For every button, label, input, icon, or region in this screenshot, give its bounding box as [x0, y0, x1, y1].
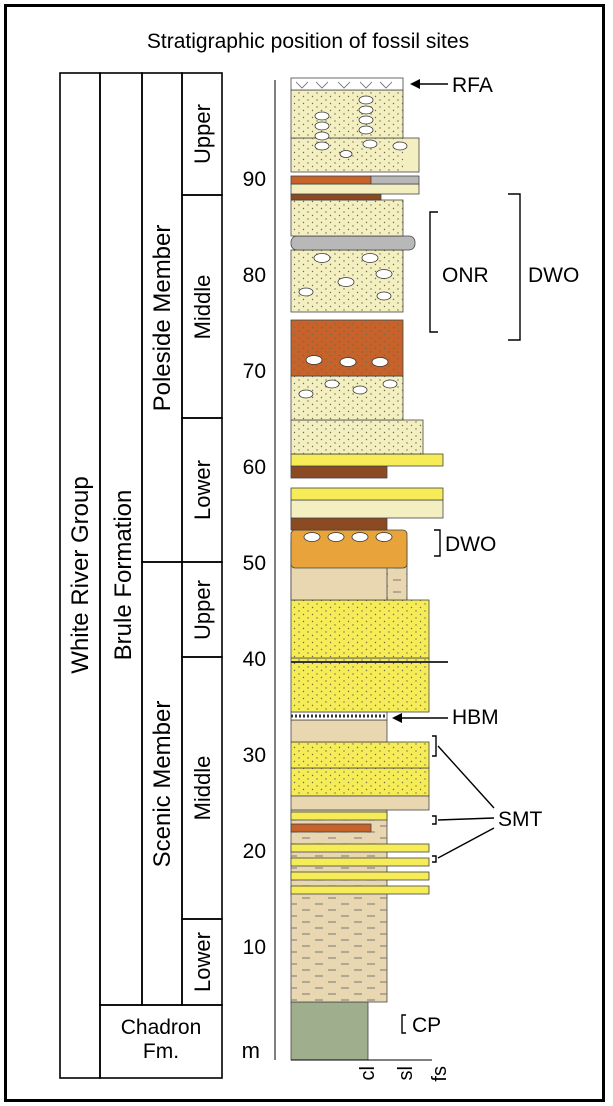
annotation-dwo-lower: DWO [445, 533, 496, 556]
bed-sand-16 [290, 871, 430, 881]
grain-size-fs: fs [429, 1066, 451, 1082]
bed-pale-96-dots [291, 90, 403, 172]
formation-label: Brule Formation [110, 490, 137, 661]
smt-line-1 [437, 745, 495, 809]
bed-sand-38-dots [291, 600, 429, 658]
bed-gray-82 [290, 235, 416, 251]
bed-scenic-lower-texture [291, 810, 387, 1002]
subdivision-scenic-middle: Middle [190, 756, 215, 821]
bed-tan-89 [290, 183, 420, 195]
unit-columns [59, 72, 223, 1079]
bed-tan-28 [290, 719, 388, 743]
smt-line-3 [437, 827, 495, 859]
bed-sand-61 [290, 453, 444, 467]
tick-label-10: 10 [243, 936, 266, 959]
height-scale: 90 80 70 60 50 40 30 20 10 m [242, 80, 276, 1063]
nodules [298, 95, 408, 542]
bed-tan-24 [290, 795, 430, 811]
chadron-label-line1: Chadron [121, 1016, 202, 1039]
bed-orange-72-dots [291, 320, 403, 376]
tick-label-40: 40 [243, 648, 266, 671]
tick-label-20: 20 [243, 840, 266, 863]
bed-brown-19 [290, 823, 372, 833]
figure-frame [4, 4, 605, 1102]
bed-sand-15 [290, 885, 430, 895]
tick-label-30: 30 [243, 744, 266, 767]
tick-label-80: 80 [243, 264, 266, 287]
group-label: White River Group [67, 476, 94, 673]
bed-sand-18 [290, 843, 430, 853]
grain-size-cl: cl [357, 1066, 379, 1080]
annotation-rfa: RFA [452, 74, 493, 97]
grain-size-sl: sl [395, 1066, 417, 1080]
smt-bracket-2 [432, 815, 437, 825]
annotations [392, 79, 521, 1034]
tick-label-90: 90 [243, 168, 266, 191]
tick-label-70: 70 [243, 360, 266, 383]
bed-brown-88 [290, 193, 382, 201]
bed-sand-58 [290, 487, 444, 501]
bed-tan-57 [290, 499, 444, 519]
smt-bracket-1 [432, 735, 437, 757]
bed-sand-20 [290, 811, 388, 821]
bed-sand-30-dots [291, 658, 429, 712]
tick-label-60: 60 [243, 456, 266, 479]
bed-sand-17 [290, 857, 430, 867]
bed-pale-62-dots [291, 420, 423, 454]
bed-gray-90 [370, 175, 420, 185]
annotation-dwo-upper: DWO [528, 264, 579, 287]
bed-chadron [290, 1001, 369, 1061]
subdivision-scenic-upper: Upper [190, 580, 215, 640]
bed-sand-26-dots [291, 742, 429, 768]
chadron-label-line2: Fm. [143, 1040, 179, 1063]
bed-pale-86-dots [291, 200, 403, 236]
smt-bracket-3 [432, 855, 437, 863]
strat-column [290, 77, 448, 1061]
diagram-title: Stratigraphic position of fossil sites [147, 30, 469, 53]
cp-bracket [401, 1014, 406, 1034]
bed-brown-60 [290, 465, 388, 479]
bed-rfa [290, 77, 404, 91]
bed-brown-55 [290, 517, 388, 531]
scale-unit-label: m [242, 1038, 260, 1063]
member-label-scenic: Scenic Member [149, 701, 176, 868]
bed-brown-90 [290, 175, 372, 185]
annotation-hbm: HBM [452, 706, 499, 729]
smt-line-2 [437, 817, 495, 821]
onr-bracket [429, 211, 438, 333]
subdivision-poleside-lower: Lower [190, 460, 215, 520]
annotation-smt: SMT [498, 808, 543, 831]
dwo-lower-bracket [434, 529, 441, 557]
annotation-onr: ONR [442, 264, 489, 287]
tick-label-50: 50 [243, 552, 266, 575]
subdivision-poleside-upper: Upper [190, 104, 215, 164]
bed-sand-22-dots [291, 768, 429, 796]
subdivision-scenic-lower: Lower [190, 932, 215, 992]
member-label-poleside: Poleside Member [149, 225, 176, 412]
dwo-upper-bracket [508, 193, 521, 341]
subdivision-poleside-middle: Middle [190, 275, 215, 340]
annotation-cp: CP [412, 1014, 441, 1037]
